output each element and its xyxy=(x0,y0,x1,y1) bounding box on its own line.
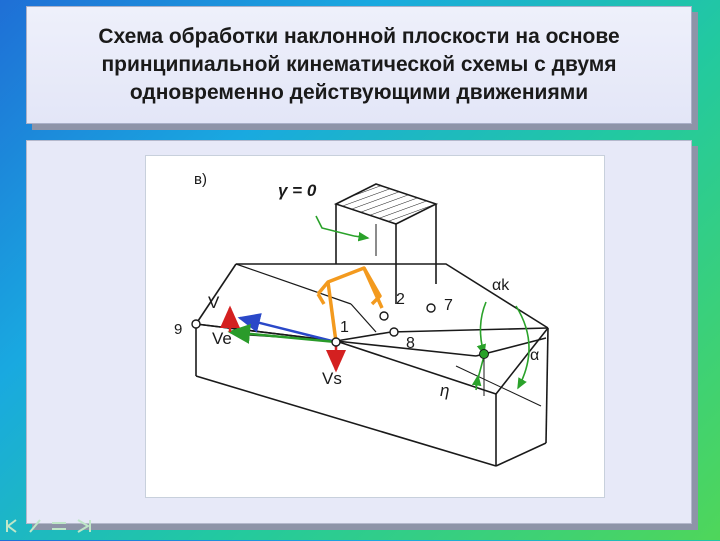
next-icon[interactable] xyxy=(77,519,91,533)
gamma-indicator xyxy=(315,215,370,242)
label-9: 9 xyxy=(174,321,182,338)
menu-icon[interactable] xyxy=(52,522,66,530)
slide-nav xyxy=(4,516,104,536)
label-eta: η xyxy=(440,381,449,400)
label-v: V xyxy=(208,293,220,312)
label-ve: Ve xyxy=(212,329,232,348)
prev-icon[interactable] xyxy=(29,519,41,533)
v-vector xyxy=(237,313,337,344)
label-alpha-k: αk xyxy=(492,277,510,294)
label-7: 7 xyxy=(444,297,453,314)
machining-diagram: в) γ = 0 9 V Ve 2 1 7 8 Vs αk α η xyxy=(145,155,605,498)
ve-vector xyxy=(227,323,337,344)
point-1 xyxy=(331,337,341,347)
slide-title: Схема обработки наклонной плоскости на о… xyxy=(98,25,620,104)
label-2: 2 xyxy=(396,291,405,308)
first-icon[interactable] xyxy=(6,519,17,533)
diagram-svg: в) γ = 0 9 V Ve 2 1 7 8 Vs αk α η xyxy=(174,171,549,467)
point-8 xyxy=(389,327,399,337)
tool-shank xyxy=(333,183,439,304)
gamma-label: γ = 0 xyxy=(278,181,317,200)
point-2 xyxy=(379,311,389,321)
point-green xyxy=(479,349,489,359)
angle-marks xyxy=(471,301,530,396)
point-7 xyxy=(426,303,436,313)
tool-profile xyxy=(316,266,384,343)
workpiece xyxy=(195,263,549,467)
label-alpha: α xyxy=(530,347,539,364)
nav-svg xyxy=(6,519,91,533)
label-1: 1 xyxy=(340,319,349,336)
content-panel: в) γ = 0 9 V Ve 2 1 7 8 Vs αk α η xyxy=(26,140,692,524)
point-9 xyxy=(191,319,201,329)
label-vs: Vs xyxy=(322,369,342,388)
panel-label: в) xyxy=(194,171,207,188)
title-banner: Схема обработки наклонной плоскости на о… xyxy=(26,6,692,124)
label-8: 8 xyxy=(406,335,415,352)
